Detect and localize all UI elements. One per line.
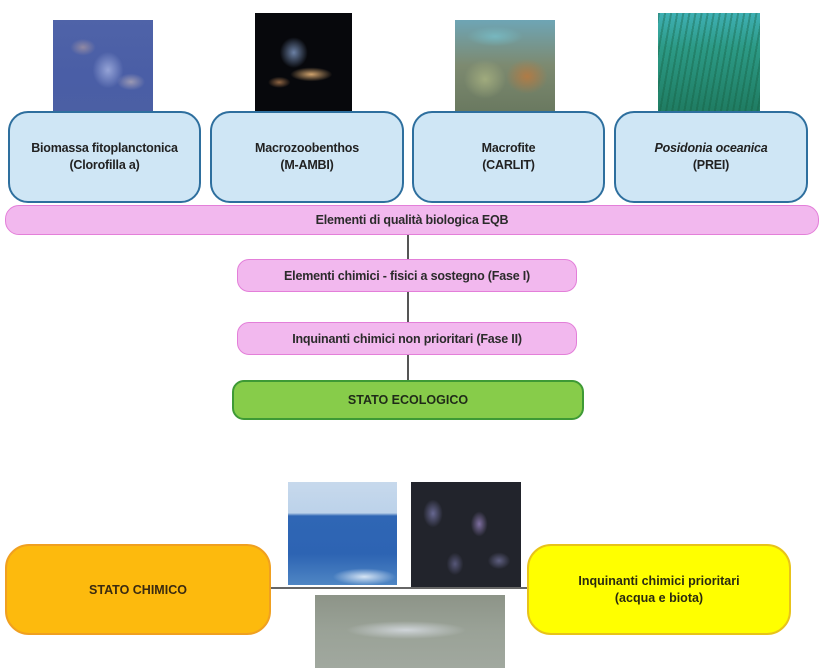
connector-vertical-line xyxy=(407,233,409,381)
phytoplankton-photo xyxy=(53,20,153,111)
ecological-status-label: STATO ECOLOGICO xyxy=(347,393,469,407)
mussels-photo xyxy=(411,482,521,587)
eqb-index: (PREI) xyxy=(692,158,730,172)
eqb-name: Macrozoobenthos xyxy=(255,141,359,155)
eqb-index: (Clorofilla a) xyxy=(69,158,140,172)
eqb-name: Posidonia oceanica xyxy=(654,141,768,155)
phase1-label: Elementi chimici - fisici a sostegno (Fa… xyxy=(284,268,530,283)
eqb-box-posidonia: Posidonia oceanica (PREI) xyxy=(614,111,808,203)
phase2-node: Inquinanti chimici non prioritari (Fase … xyxy=(237,322,577,355)
eqb-box-phytoplankton: Biomassa fitoplanctonica (Clorofilla a) xyxy=(8,111,201,203)
eqb-bar-label: Elementi di qualità biologica EQB xyxy=(315,213,509,227)
sea-water-photo xyxy=(288,482,397,585)
chemical-status-node: STATO CHIMICO xyxy=(5,544,271,635)
fish-photo xyxy=(315,595,505,668)
eqb-name: Macrofite xyxy=(481,141,536,155)
eqb-box-macrophytes: Macrofite (CARLIT) xyxy=(412,111,605,203)
phase2-label: Inquinanti chimici non prioritari (Fase … xyxy=(292,331,522,346)
macrozoobenthos-photo xyxy=(255,13,352,112)
eqb-bar: Elementi di qualità biologica EQB xyxy=(5,205,819,235)
connector-horizontal-line xyxy=(266,587,528,589)
eqb-name: Biomassa fitoplanctonica xyxy=(31,141,178,155)
priority-pollutants-line1: Inquinanti chimici prioritari xyxy=(578,573,740,588)
posidonia-photo xyxy=(658,13,760,112)
eqb-index: (M-AMBI) xyxy=(280,158,334,172)
ecological-status-node: STATO ECOLOGICO xyxy=(232,380,584,420)
phase1-node: Elementi chimici - fisici a sostegno (Fa… xyxy=(237,259,577,292)
eqb-box-macrozoobenthos: Macrozoobenthos (M-AMBI) xyxy=(210,111,404,203)
priority-pollutants-node: Inquinanti chimici prioritari (acqua e b… xyxy=(527,544,791,635)
priority-pollutants-line2: (acqua e biota) xyxy=(614,590,704,605)
macrophytes-photo xyxy=(455,20,555,111)
chemical-status-label: STATO CHIMICO xyxy=(89,582,187,597)
eqb-index: (CARLIT) xyxy=(482,158,535,172)
